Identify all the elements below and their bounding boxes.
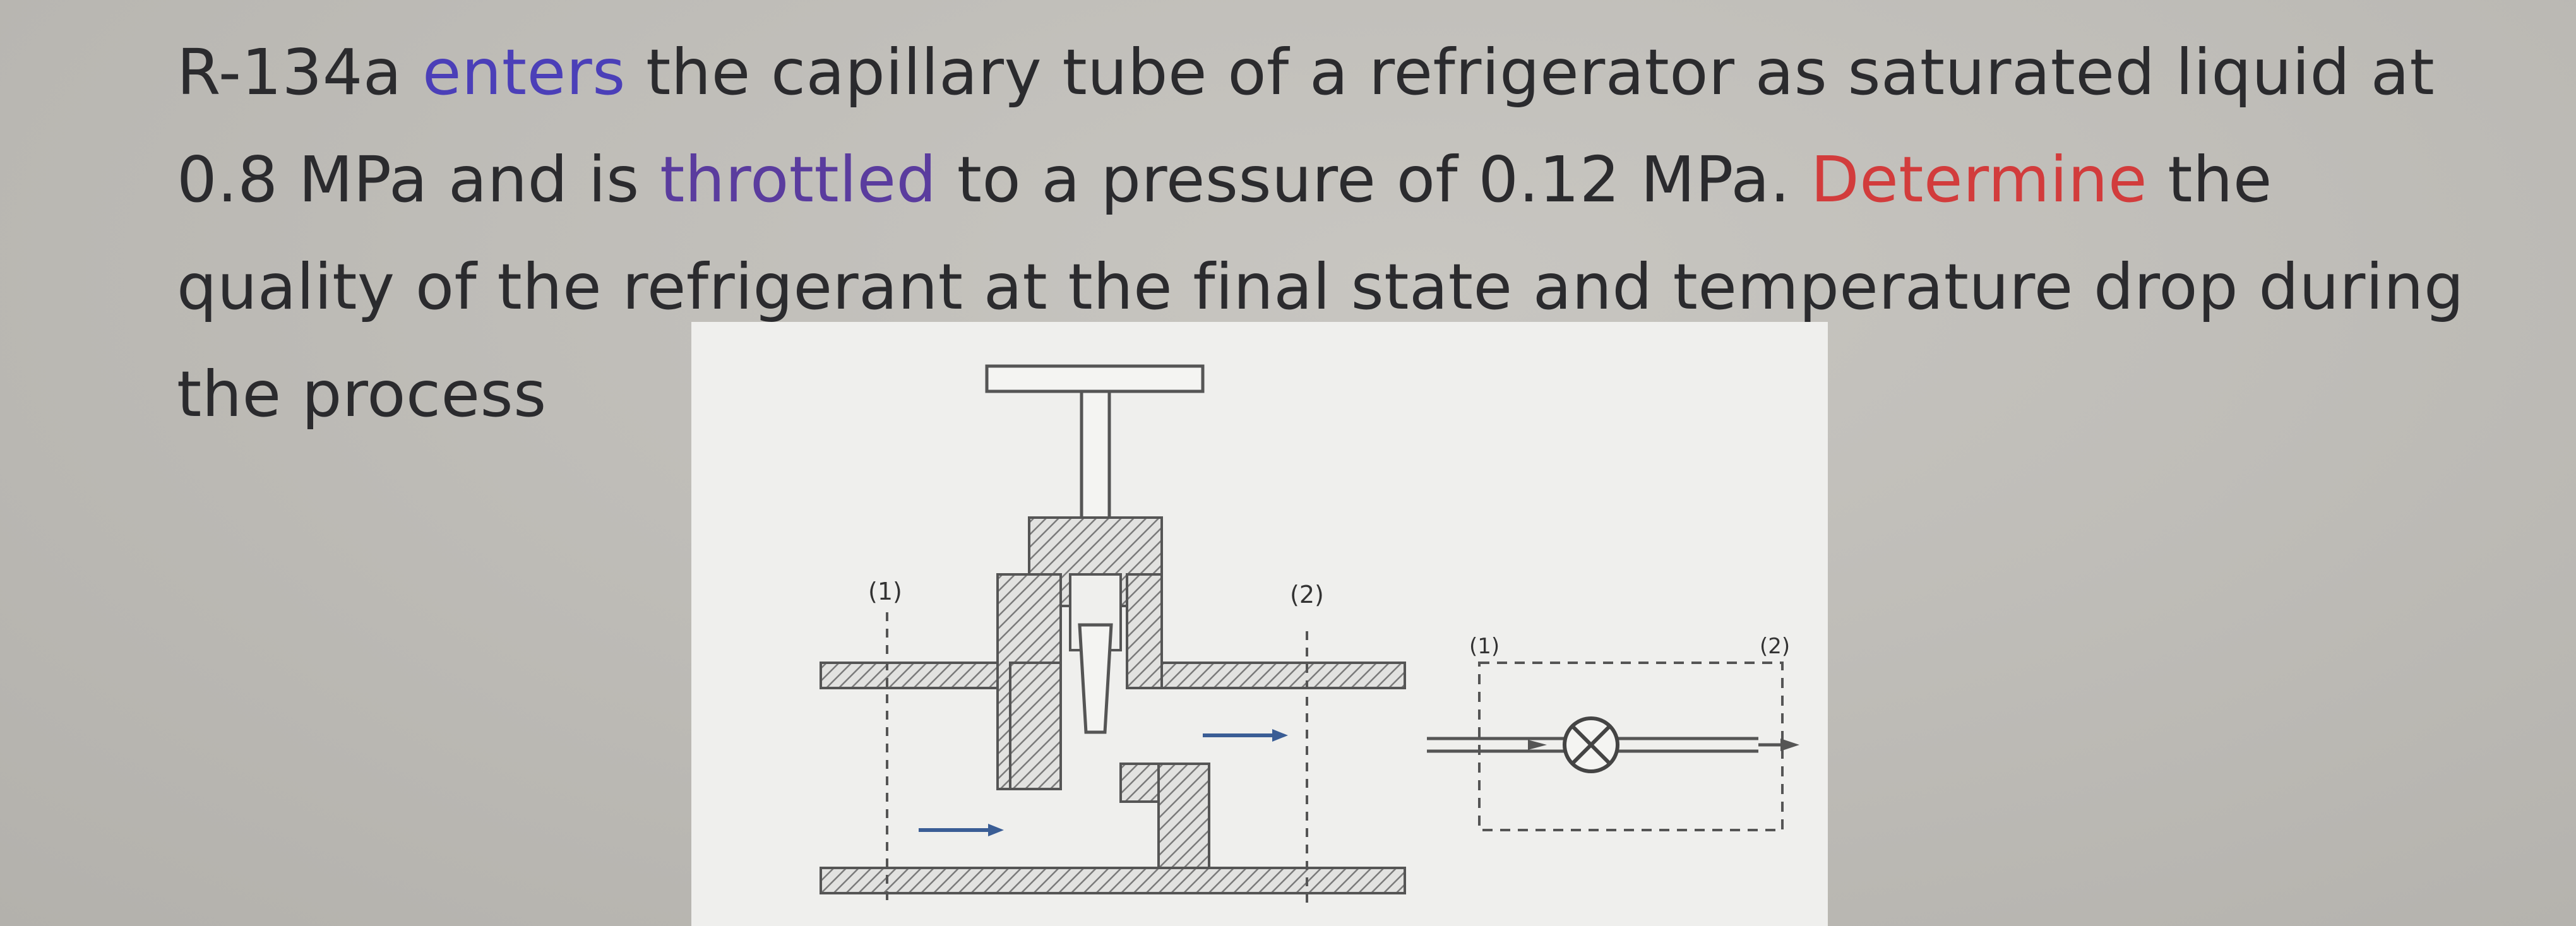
flow-arrow-outlet <box>1203 729 1288 742</box>
inlet-upper-wall <box>820 662 1011 689</box>
valve-state-1-label: (1) <box>868 578 902 605</box>
symbol-state-1-label: (1) <box>1469 634 1500 659</box>
problem-text-3: to a pressure of 0.12 MPa. <box>936 143 1811 217</box>
valve-figure: (1) (2) (1) (2) <box>820 364 1799 903</box>
figure-panel: (1) (2) (1) (2) <box>691 322 1828 926</box>
problem-text-4: the quality of the refrigerant at the fi… <box>177 143 2464 431</box>
pipe-lower-wall <box>820 867 1406 894</box>
valve-handle <box>985 364 1205 393</box>
control-volume-box <box>1478 662 1784 831</box>
outlet-upper-wall <box>1126 662 1406 689</box>
symbol-state-2-label: (2) <box>1760 634 1790 659</box>
valve-state-2-label: (2) <box>1290 581 1324 608</box>
throttling-valve-diagram: (1) (2) <box>820 364 1406 903</box>
body-right-wall <box>1126 573 1163 689</box>
problem-text-1: R-134a <box>177 35 422 109</box>
problem-text-2: the capillary tube of a refrigerator as … <box>177 35 2435 217</box>
keyword-throttled: throttled <box>660 143 937 217</box>
keyword-enters: enters <box>422 35 626 109</box>
valve-needle <box>1078 623 1113 734</box>
keyword-determine: Determine <box>1810 143 2147 217</box>
flow-arrow-inlet <box>919 824 1004 836</box>
problem-statement: R-134a enters the capillary tube of a re… <box>177 19 2488 448</box>
valve-symbol-diagram: (1) (2) <box>1427 634 1799 831</box>
